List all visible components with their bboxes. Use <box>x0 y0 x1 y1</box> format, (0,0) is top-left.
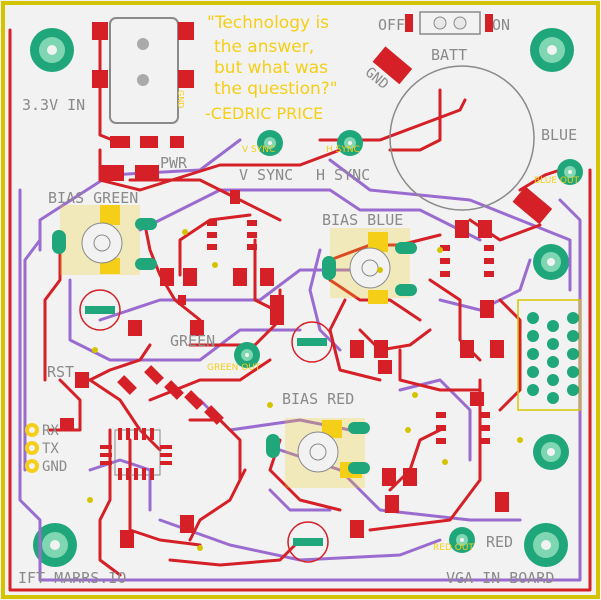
label-pwr: PWR <box>160 154 188 172</box>
label-bias-blue: BIAS BLUE <box>322 211 403 229</box>
quote-line-2: the answer, <box>214 37 314 57</box>
bias-pot-green <box>60 205 140 275</box>
mounting-hole-bottom-left <box>33 523 77 567</box>
mounting-hole-right-low <box>533 434 569 470</box>
label-gnd-pin: GND <box>42 459 67 475</box>
label-bias-green: BIAS GREEN <box>48 189 138 207</box>
power-jack <box>92 17 194 124</box>
label-red: RED <box>486 533 513 551</box>
vias <box>87 229 523 551</box>
label-rx: RX <box>42 423 59 439</box>
pwr-components <box>100 136 184 181</box>
test-pad-red <box>449 527 475 553</box>
label-bias-red: BIAS RED <box>282 390 354 408</box>
oval-pads <box>52 218 417 474</box>
smd-components <box>60 190 509 548</box>
pad-label-h-sync: H SYNC <box>326 145 360 155</box>
label-power-in: 3.3V IN <box>22 96 85 114</box>
microcontroller <box>100 365 224 480</box>
label-blue: BLUE <box>541 126 577 144</box>
top-layer-traces <box>8 28 592 592</box>
label-rst: RST <box>47 363 74 381</box>
quote-author: -CEDRIC PRICE <box>205 104 323 123</box>
pad-label-blue-out: BLUE OUT <box>534 176 580 186</box>
label-switch-on: ON <box>492 16 510 34</box>
quote-line-1: "Technology is <box>207 13 329 33</box>
label-v-sync: V SYNC <box>239 166 293 184</box>
mounting-hole-bottom-right <box>524 523 568 567</box>
test-pad-v-sync <box>257 130 283 156</box>
quote-line-4: the question?" <box>214 79 338 99</box>
mounting-hole-top-right <box>530 28 574 72</box>
battery-holder <box>372 46 553 225</box>
transistors <box>79 289 333 563</box>
pad-label-green-out: GREEN OUT <box>207 363 261 373</box>
pad-label-red-out: RED OUT <box>433 543 474 553</box>
power-switch <box>405 11 493 35</box>
board-credit: IFT MARRS.IO <box>18 569 126 587</box>
label-switch-off: OFF <box>378 16 405 34</box>
pad-label-gnd: GND <box>176 90 185 108</box>
mounting-hole-top-left <box>30 28 74 72</box>
label-batt: BATT <box>431 46 467 64</box>
quote-line-3: but what was <box>214 58 328 78</box>
test-pad-green <box>234 342 260 368</box>
label-green: GREEN <box>170 332 215 350</box>
serial-header <box>25 423 39 473</box>
mounting-hole-right-mid <box>533 244 569 280</box>
board-title: VGA IN BOARD <box>446 569 554 587</box>
pad-label-v-sync: V SYNC <box>242 145 275 155</box>
label-tx: TX <box>42 441 59 457</box>
label-h-sync: H SYNC <box>316 166 370 184</box>
test-pad-blue <box>557 159 583 185</box>
vga-connector <box>517 299 581 411</box>
test-pad-h-sync <box>337 130 363 156</box>
